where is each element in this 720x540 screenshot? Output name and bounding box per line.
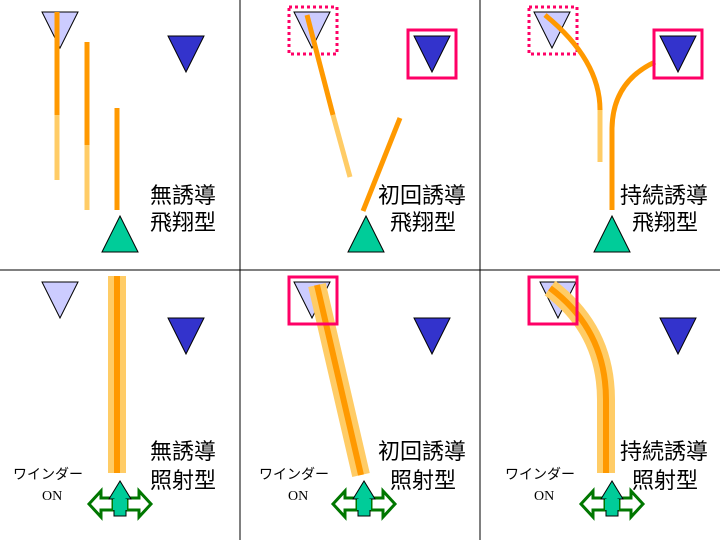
arrow-right-icon [125, 487, 154, 521]
panel-title: 持続誘導 [620, 184, 708, 209]
launcher-traverse-icon [578, 480, 646, 521]
arrow-hub [357, 499, 371, 510]
target-light-icon [41, 281, 79, 320]
path-segment [543, 13, 603, 111]
target-dark-icon [413, 317, 451, 356]
arrow-hub [113, 499, 127, 510]
panel-initial-guidance-flying: 初回誘導 飛翔型 [287, 5, 466, 253]
initial-lock-box [287, 5, 339, 56]
winder-state: ON [534, 489, 554, 504]
arrow-left-icon [86, 487, 115, 521]
winder-label: ワインダー [13, 467, 83, 483]
path-segment [360, 117, 403, 212]
panel-title: 初回誘導 [378, 440, 466, 465]
path-segment [330, 114, 353, 178]
panel-title: 無誘導 [150, 440, 216, 465]
target-light-icon [41, 11, 79, 50]
panel-continuous-guidance-beam: 持続誘導 照射型 ワインダー ON [505, 275, 708, 521]
panel-subtitle: 飛翔型 [150, 211, 216, 236]
panel-subtitle: 照射型 [632, 469, 698, 494]
panel-title: 無誘導 [150, 184, 216, 209]
target-dark-icon [659, 35, 697, 74]
lock-box [406, 28, 458, 80]
launcher-traverse-icon [330, 480, 398, 521]
arrow-right-icon [369, 487, 398, 521]
target-dark-icon [167, 317, 205, 356]
panel-initial-guidance-beam: 初回誘導 照射型 ワインダー ON [259, 275, 466, 521]
winder-state: ON [288, 489, 308, 504]
panel-subtitle: 照射型 [150, 469, 216, 494]
initial-lock-box [527, 5, 579, 56]
launcher-icon [347, 214, 385, 253]
lock-box [287, 275, 339, 326]
lock-box [652, 28, 704, 80]
path-segment [304, 14, 336, 116]
winder-label: ワインダー [259, 467, 329, 483]
beam-core [548, 285, 609, 473]
target-dark-icon [659, 317, 697, 356]
panel-subtitle: 照射型 [390, 469, 456, 494]
panel-title: 初回誘導 [378, 184, 466, 209]
launcher-icon [101, 214, 139, 253]
path-segment [609, 59, 657, 210]
arrow-right-icon [617, 487, 646, 521]
arrow-hub [605, 499, 619, 510]
winder-label: ワインダー [505, 467, 575, 483]
launcher-traverse-icon [86, 480, 154, 521]
panel-continuous-guidance-flying: 持続誘導 飛翔型 [527, 5, 708, 253]
panel-subtitle: 飛翔型 [390, 211, 456, 236]
launcher-icon [593, 214, 631, 253]
target-dark-icon [413, 35, 451, 74]
arrow-left-icon [578, 487, 607, 521]
panel-unguided-flying: 無誘導 飛翔型 [41, 11, 216, 253]
beam-core [314, 284, 364, 476]
lock-box [527, 275, 579, 326]
panel-unguided-beam: 無誘導 照射型 ワインダー ON [13, 276, 216, 521]
target-dark-icon [167, 35, 205, 74]
panel-subtitle: 飛翔型 [632, 211, 698, 236]
winder-state: ON [42, 489, 62, 504]
panel-title: 持続誘導 [620, 440, 708, 465]
arrow-left-icon [330, 487, 359, 521]
